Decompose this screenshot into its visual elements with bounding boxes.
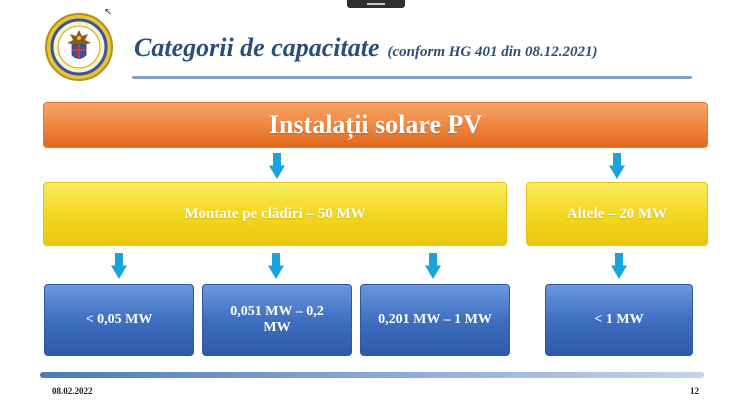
arrow-down-icon bbox=[269, 153, 285, 179]
footer-date: 08.02.2022 bbox=[52, 386, 93, 396]
category-node-1: < 0,05 MW bbox=[44, 284, 194, 356]
category-node-4: < 1 MW bbox=[545, 284, 693, 356]
arrow-down-icon bbox=[111, 253, 127, 279]
mouse-pointer-icon: ↖ bbox=[104, 7, 113, 18]
group-node-buildings: Montate pe clădiri – 50 MW bbox=[43, 182, 507, 246]
arrow-down-icon bbox=[611, 253, 627, 279]
screen-share-toolbar[interactable] bbox=[347, 0, 405, 8]
arrow-down-icon bbox=[425, 253, 441, 279]
category-node-2: 0,051 MW – 0,2 MW bbox=[202, 284, 352, 356]
footer-progress-bar bbox=[40, 372, 704, 378]
footer-progress-fill bbox=[40, 372, 704, 378]
title-subtitle: (conform HG 401 din 08.12.2021) bbox=[387, 44, 598, 60]
title-underline bbox=[132, 76, 692, 79]
group-node-other: Altele – 20 MW bbox=[526, 182, 708, 246]
category-node-3: 0,201 MW – 1 MW bbox=[360, 284, 510, 356]
title-main: Categorii de capacitate bbox=[134, 33, 380, 62]
slide-title: Categorii de capacitate (conform HG 401 d… bbox=[134, 33, 598, 63]
root-node-solar-pv: Instalații solare PV bbox=[43, 102, 708, 148]
arrow-down-icon bbox=[268, 253, 284, 279]
arrow-down-icon bbox=[609, 153, 625, 179]
page-number: 12 bbox=[690, 386, 699, 396]
coat-of-arms-seal-icon bbox=[45, 13, 113, 81]
